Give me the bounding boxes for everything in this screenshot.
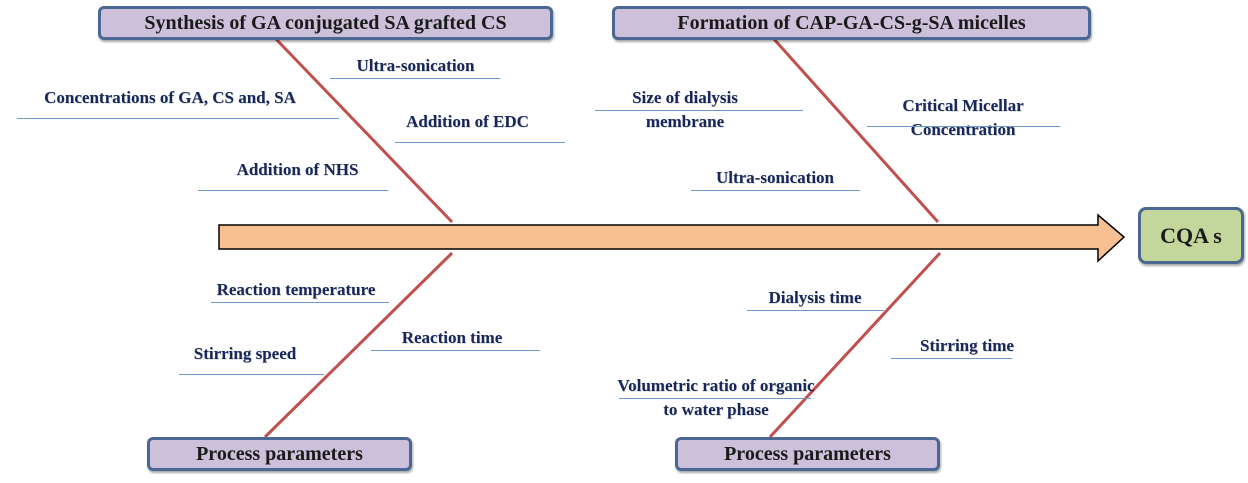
cause-underline [595,110,803,111]
cause-item: Ultra-sonication [356,56,475,75]
cause-underline [619,398,811,399]
cause-item: Size of dialysis membrane [632,88,738,131]
category-label: Process parameters [724,442,891,465]
category-box-synthesis: Synthesis of GA conjugated SA grafted CS [98,6,553,40]
cause-underline [198,190,388,191]
category-box-formation: Formation of CAP-GA-CS-g-SA micelles [612,6,1091,40]
cause-underline [891,358,1012,359]
cause-item: Concentrations of GA, CS and, SA [44,88,296,107]
category-label: Formation of CAP-GA-CS-g-SA micelles [677,11,1026,34]
bone-top-left [273,36,454,224]
cause-underline [330,78,500,79]
cause-item: Stirring time [920,336,1014,355]
category-label: Synthesis of GA conjugated SA grafted CS [144,11,507,34]
cause-item: Volumetric ratio of organic to water pha… [617,376,815,419]
bone-top-right [771,36,940,224]
cause-underline [395,142,565,143]
spine-arrow [218,213,1126,263]
cause-underline [211,302,389,303]
category-box-process-right: Process parameters [675,437,940,471]
cause-item: Reaction temperature [216,280,376,299]
category-box-process-left: Process parameters [147,437,412,471]
cause-underline [691,190,860,191]
cause-item: Stirring speed [193,344,297,363]
category-label: Process parameters [196,442,363,465]
bone-bottom-right [768,251,942,439]
cause-item: Critical Micellar Concentration [902,96,1024,139]
cause-item: Addition of EDC [406,112,529,131]
cause-underline [867,126,1060,127]
cause-underline [17,118,339,119]
cause-underline [179,374,324,375]
cause-underline [371,350,540,351]
cause-item: Dialysis time [768,288,862,307]
cause-item: Addition of NHS [236,160,359,179]
cause-underline [747,310,884,311]
cause-item: Ultra-sonication [715,168,835,187]
bone-bottom-left [263,251,454,439]
outcome-label: CQA s [1160,222,1222,248]
outcome-box-cqas: CQA s [1138,207,1244,264]
cause-item: Reaction time [401,328,503,347]
